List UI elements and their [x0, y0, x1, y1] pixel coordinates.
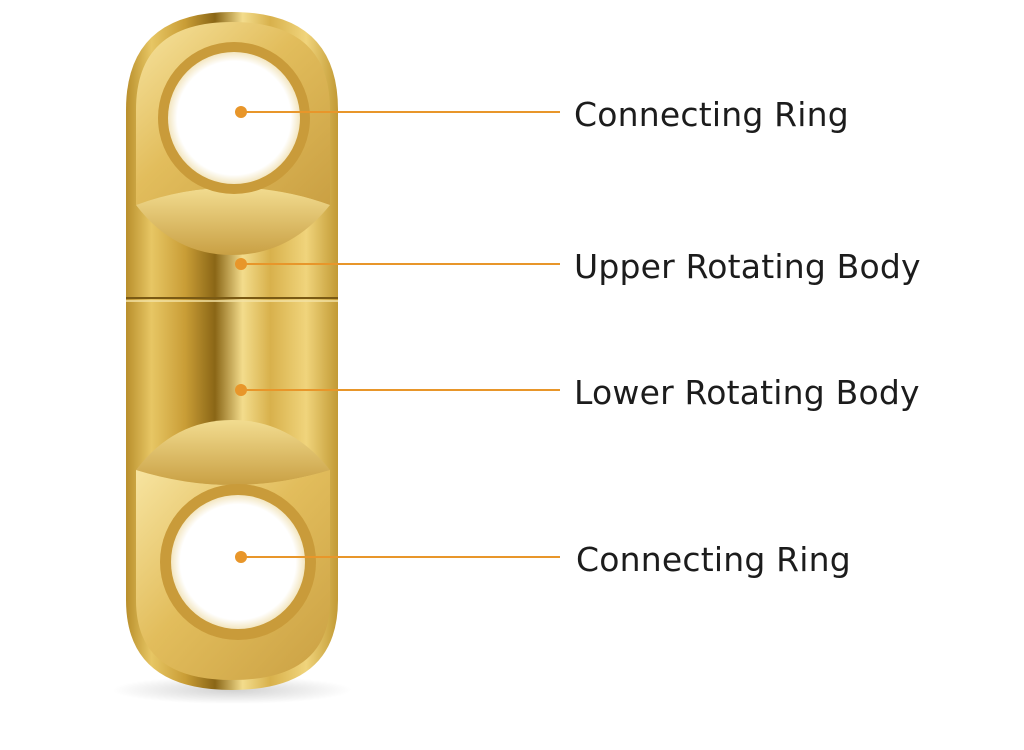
top-saddle: [136, 187, 330, 255]
label-lower-rotating-body: Lower Rotating Body: [574, 373, 920, 412]
leader-dot-top-ring: [235, 106, 247, 118]
leader-dot-lower-body: [235, 384, 247, 396]
label-top-connecting-ring: Connecting Ring: [574, 95, 849, 134]
leader-dot-bottom-ring: [235, 551, 247, 563]
label-bottom-connecting-ring: Connecting Ring: [576, 540, 851, 579]
label-upper-rotating-body: Upper Rotating Body: [574, 247, 921, 286]
leader-dot-upper-body: [235, 258, 247, 270]
top-ring-hole: [168, 52, 300, 184]
leader-lines: [235, 106, 560, 563]
bottom-saddle: [136, 420, 330, 485]
